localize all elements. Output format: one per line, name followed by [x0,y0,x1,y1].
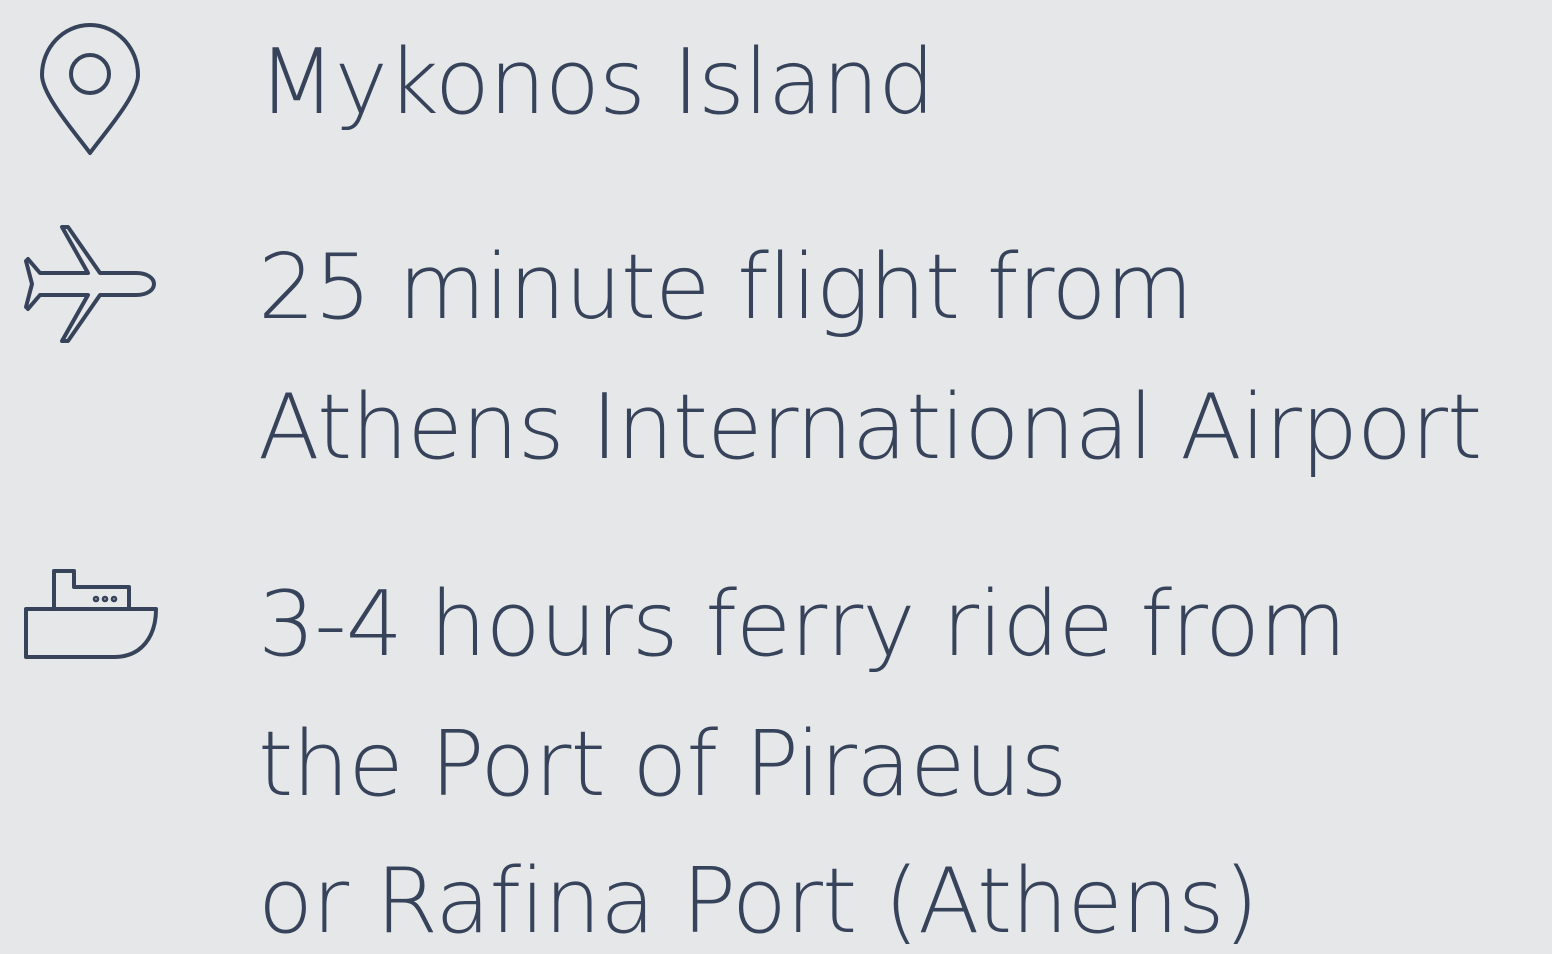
location-name: Mykonos Island [258,30,935,135]
map-pin-icon [40,23,140,155]
airplane-icon [24,225,156,343]
flight-origin-text: Athens International Airport [258,375,1482,480]
ferry-duration-text: 3-4 hours ferry ride from [258,572,1347,677]
flight-duration-text: 25 minute flight from [258,235,1193,340]
ferry-port-piraeus-text: the Port of Piraeus [258,712,1067,817]
ferry-port-rafina-text: or Rafina Port (Athens) [258,849,1259,954]
ferry-icon [24,569,158,661]
